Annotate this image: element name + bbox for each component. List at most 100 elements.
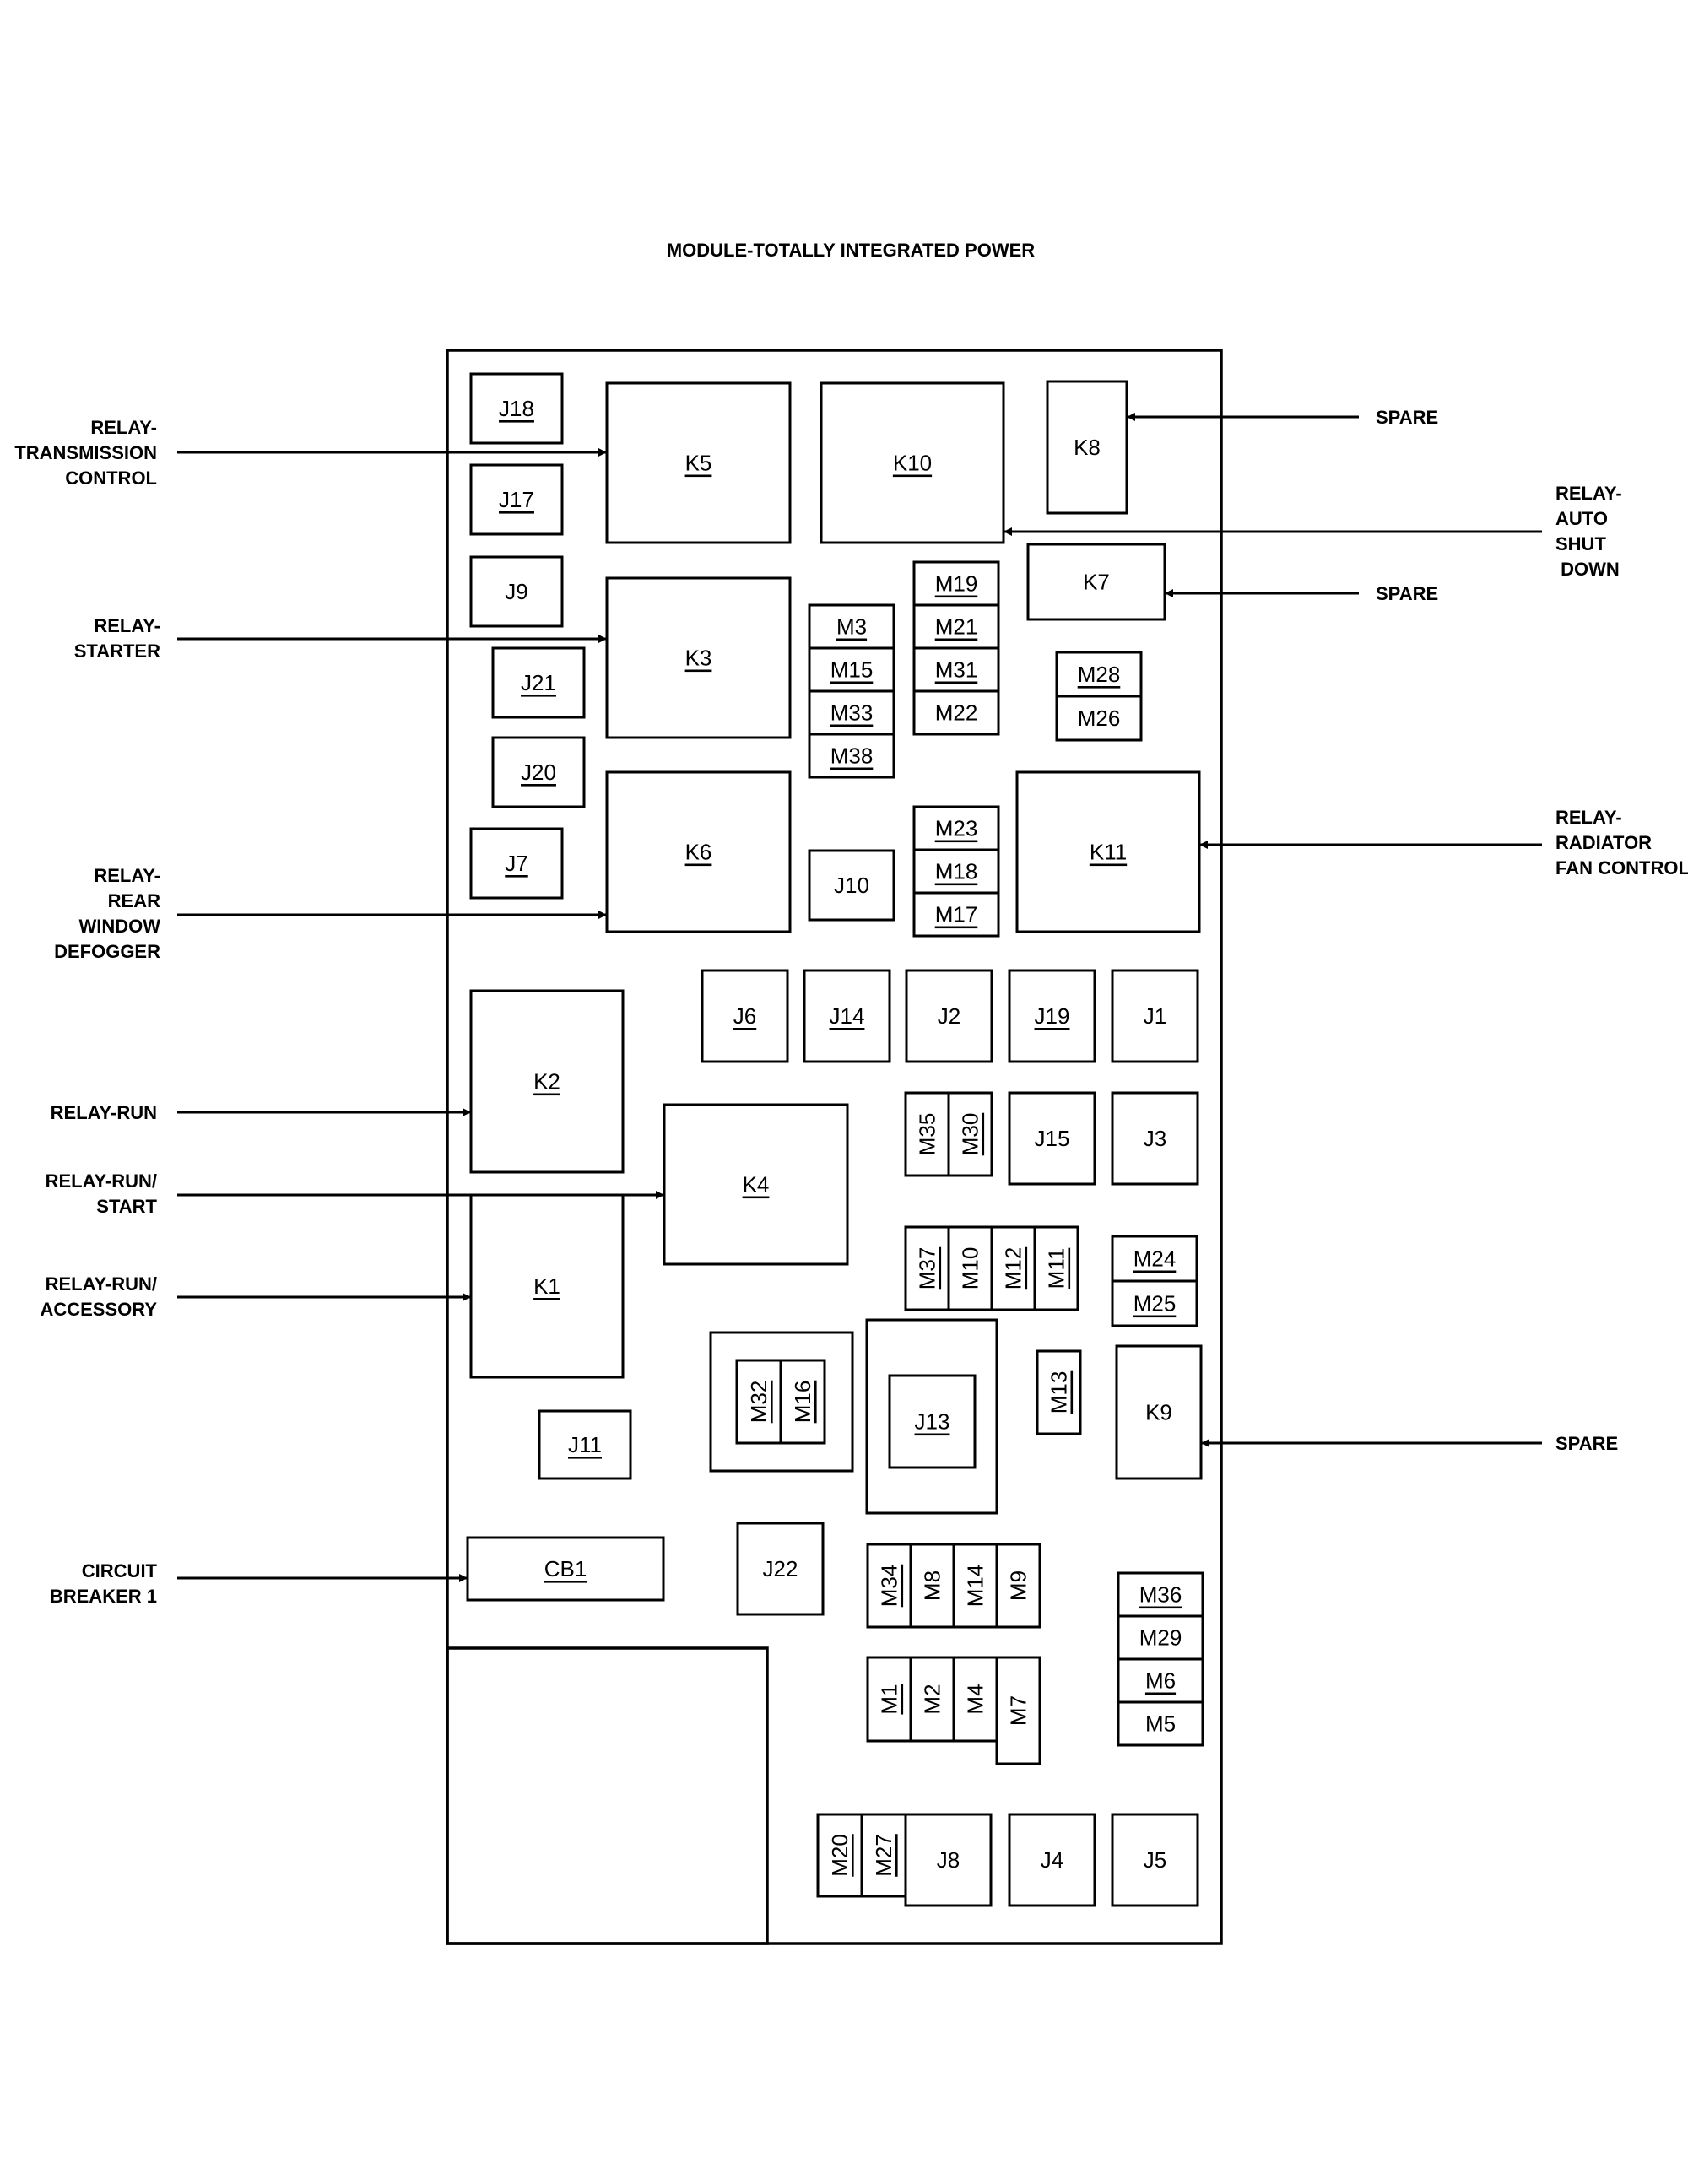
component-k7-label: K7 xyxy=(1083,570,1110,595)
component-m5-label: M5 xyxy=(1145,1711,1176,1737)
component-m24-label: M24 xyxy=(1133,1246,1177,1272)
component-k8-label: K8 xyxy=(1074,435,1101,460)
component-m19-box xyxy=(912,560,1000,607)
component-j8-box xyxy=(904,1813,993,1907)
component-k10-box xyxy=(820,381,1005,544)
component-k7: K7 xyxy=(1026,543,1166,621)
callout-relay-rear-window-defogger-line: WINDOW xyxy=(78,916,160,937)
component-j15-box xyxy=(1008,1091,1096,1186)
component-m23-box xyxy=(912,805,1000,851)
component-k1: K1 xyxy=(469,1193,625,1379)
component-j2: J2 xyxy=(905,969,993,1063)
component-m20-box xyxy=(816,1813,863,1898)
component-j10-label: J10 xyxy=(834,873,869,898)
component-m22-label: M22 xyxy=(935,700,978,726)
callout-relay-radiator-fan-control-line: FAN CONTROL xyxy=(1555,857,1688,878)
component-m14: M14 xyxy=(952,1543,998,1629)
component-m24: M24 xyxy=(1111,1235,1198,1283)
callout-relay-run-label: RELAY-RUN xyxy=(51,1102,157,1123)
component-j4-label: J4 xyxy=(1041,1847,1063,1873)
callout-relay-rear-window-defogger-line: REAR xyxy=(108,890,160,911)
component-k7-box xyxy=(1026,543,1166,621)
component-m38-box xyxy=(808,733,895,779)
component-m11: M11 xyxy=(1033,1225,1079,1311)
component-m18-box xyxy=(912,848,1000,895)
component-k9: K9 xyxy=(1115,1344,1203,1480)
diagram-title: MODULE-TOTALLY INTEGRATED POWER xyxy=(667,240,1035,261)
component-k6-label: K6 xyxy=(685,840,712,865)
component-j7: J7 xyxy=(469,827,564,900)
component-m34-box xyxy=(866,1543,912,1629)
component-m16-label: M16 xyxy=(790,1381,815,1424)
component-m6: M6 xyxy=(1117,1657,1204,1704)
component-m23: M23 xyxy=(912,805,1000,851)
component-m9-box xyxy=(995,1543,1041,1629)
component-m29-label: M29 xyxy=(1139,1625,1182,1651)
component-m4-label: M4 xyxy=(963,1684,988,1714)
component-m6-box xyxy=(1117,1657,1204,1704)
lower-left-compartment xyxy=(446,1646,769,1945)
callout-circuit-breaker-1-line: BREAKER 1 xyxy=(50,1586,157,1607)
component-m19: M19 xyxy=(912,560,1000,607)
component-j3: J3 xyxy=(1111,1091,1199,1186)
component-m21-box xyxy=(912,603,1000,650)
callout-relay-run-accessory-line: ACCESSORY xyxy=(40,1299,157,1320)
component-j8: J8 xyxy=(904,1813,993,1907)
component-m20-label: M20 xyxy=(827,1834,852,1877)
callout-relay-starter-line: STARTER xyxy=(74,641,160,662)
component-m36-box xyxy=(1117,1571,1204,1618)
callout-relay-rear-window-defogger-line: DEFOGGER xyxy=(54,941,160,962)
component-k1-box xyxy=(469,1193,625,1379)
component-m22-box xyxy=(912,689,1000,736)
component-k10: K10 xyxy=(820,381,1005,544)
component-j17-box xyxy=(469,463,564,536)
component-j18: J18 xyxy=(469,372,564,445)
component-m33-label: M33 xyxy=(830,700,874,726)
component-j4-box xyxy=(1008,1813,1096,1907)
component-m13: M13 xyxy=(1036,1349,1082,1435)
component-m9: M9 xyxy=(995,1543,1041,1629)
component-cb1-label: CB1 xyxy=(544,1556,587,1581)
component-m15-label: M15 xyxy=(830,657,874,683)
component-k3: K3 xyxy=(605,576,792,739)
component-k5-label: K5 xyxy=(685,451,712,476)
component-j5: J5 xyxy=(1111,1813,1199,1907)
component-m8: M8 xyxy=(909,1543,955,1629)
component-m10-label: M10 xyxy=(958,1247,983,1290)
component-j6: J6 xyxy=(701,969,789,1063)
callout-relay-transmission-control-line: RELAY- xyxy=(90,417,157,438)
component-j5-label: J5 xyxy=(1144,1847,1166,1873)
component-m20: M20 xyxy=(816,1813,863,1898)
component-j4: J4 xyxy=(1008,1813,1096,1907)
component-j18-box xyxy=(469,372,564,445)
component-m35-box xyxy=(904,1091,950,1177)
component-j1: J1 xyxy=(1111,969,1199,1063)
callout-relay-transmission-control-line: TRANSMISSION xyxy=(14,442,157,463)
component-m34: M34 xyxy=(866,1543,912,1629)
component-m36: M36 xyxy=(1117,1571,1204,1618)
component-m22: M22 xyxy=(912,689,1000,736)
callout-relay-auto-shut-down-line: DOWN xyxy=(1555,559,1620,580)
component-m12-box xyxy=(990,1225,1036,1311)
component-m13-label: M13 xyxy=(1047,1371,1072,1414)
component-k4: K4 xyxy=(663,1103,849,1266)
component-m19-label: M19 xyxy=(935,571,978,597)
component-j6-box xyxy=(701,969,789,1063)
component-m29: M29 xyxy=(1117,1614,1204,1661)
component-j15-label: J15 xyxy=(1035,1126,1070,1151)
component-m1: M1 xyxy=(866,1656,912,1743)
component-m27: M27 xyxy=(860,1813,907,1898)
component-j14-box xyxy=(803,969,891,1063)
component-m35: M35 xyxy=(904,1091,950,1177)
callout-relay-starter-label: RELAY-STARTER xyxy=(74,615,160,662)
component-m37-box xyxy=(904,1225,950,1311)
component-j1-label: J1 xyxy=(1144,1003,1166,1029)
component-k8: K8 xyxy=(1046,380,1128,515)
component-j21: J21 xyxy=(491,646,586,719)
component-m32: M32 xyxy=(735,1359,782,1445)
callout-relay-run-accessory-line: RELAY-RUN/ xyxy=(46,1273,157,1295)
component-m36-label: M36 xyxy=(1139,1582,1182,1608)
